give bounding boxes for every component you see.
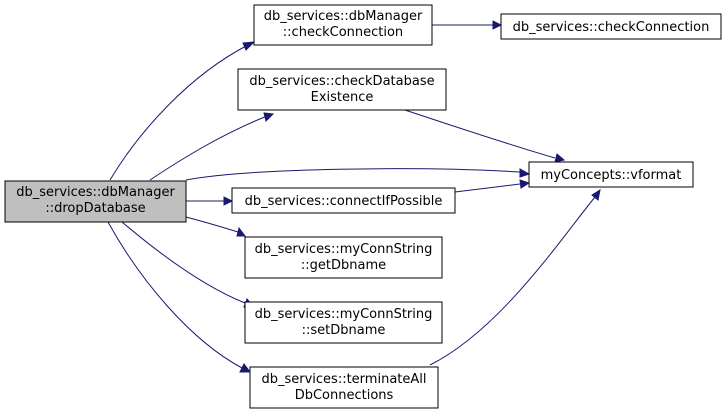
- node-label-line-1: db_services::connectIfPossible: [245, 194, 443, 209]
- node-label-line-2: DbConnections: [295, 388, 394, 403]
- node-label-line-1: db_services::checkConnection: [513, 20, 710, 35]
- node-box: [253, 4, 433, 46]
- node-label-line-2: ::checkConnection: [283, 25, 403, 40]
- node-box: [231, 187, 456, 214]
- node-label-line-1: db_services::myConnString: [255, 307, 433, 322]
- node-label-line-1: db_services::myConnString: [255, 242, 433, 257]
- edge-drop-to-setdbname: [121, 221, 254, 308]
- node-box: [249, 366, 439, 409]
- node-connectifpossible[interactable]: db_services::connectIfPossible: [231, 187, 456, 214]
- node-label-line-1: db_services::checkDatabase: [249, 74, 434, 89]
- edge-drop-to-terminatealldbconnections: [107, 221, 251, 373]
- node-checkconnection[interactable]: db_services::checkConnection: [500, 13, 722, 40]
- nodes: db_services::dbManager ::dropDatabase db…: [4, 4, 722, 409]
- node-box: [244, 301, 443, 344]
- edge-drop-to-checkdatabaseexistence: [149, 112, 275, 181]
- edge-drop-to-vformat: [185, 168, 531, 181]
- node-myconnstring-getdbname[interactable]: db_services::myConnString ::getDbname: [244, 236, 443, 279]
- edge-dbmanager-checkconnection-to-checkconnection: [432, 20, 503, 30]
- edge-terminatealldbconnections-to-vformat: [429, 188, 601, 366]
- node-box: [500, 13, 722, 40]
- node-terminatealldbconnections[interactable]: db_services::terminateAll DbConnections: [249, 366, 439, 409]
- node-label-line-2: ::getDbname: [301, 258, 386, 273]
- node-dbmanager-dropdatabase[interactable]: db_services::dbManager ::dropDatabase: [4, 180, 187, 223]
- node-label-line-1: myConcepts::vformat: [541, 168, 682, 183]
- node-label-line-1: db_services::dbManager: [264, 9, 423, 24]
- node-label-line-2: Existence: [311, 90, 374, 105]
- node-label-line-2: ::dropDatabase: [45, 201, 145, 216]
- edge-drop-to-dbmanager-checkconnection: [109, 41, 256, 181]
- edge-drop-to-connectifpossible: [186, 196, 234, 206]
- node-vformat[interactable]: myConcepts::vformat: [528, 161, 694, 188]
- node-label-line-1: db_services::terminateAll: [261, 372, 426, 387]
- edge-checkdatabaseexistence-to-vformat: [404, 109, 566, 163]
- edge-drop-to-getdbname: [185, 216, 246, 237]
- node-box: [237, 68, 447, 111]
- edge-connectifpossible-to-vformat: [454, 179, 531, 193]
- node-dbmanager-checkconnection[interactable]: db_services::dbManager ::checkConnection: [253, 4, 433, 46]
- node-box: [244, 236, 443, 279]
- node-box: [4, 180, 187, 223]
- node-checkdatabaseexistence[interactable]: db_services::checkDatabase Existence: [237, 68, 447, 111]
- node-label-line-1: db_services::dbManager: [16, 185, 175, 200]
- node-label-line-2: ::setDbname: [302, 323, 386, 338]
- edges: [107, 20, 601, 373]
- node-box: [528, 161, 694, 188]
- node-myconnstring-setdbname[interactable]: db_services::myConnString ::setDbname: [244, 301, 443, 344]
